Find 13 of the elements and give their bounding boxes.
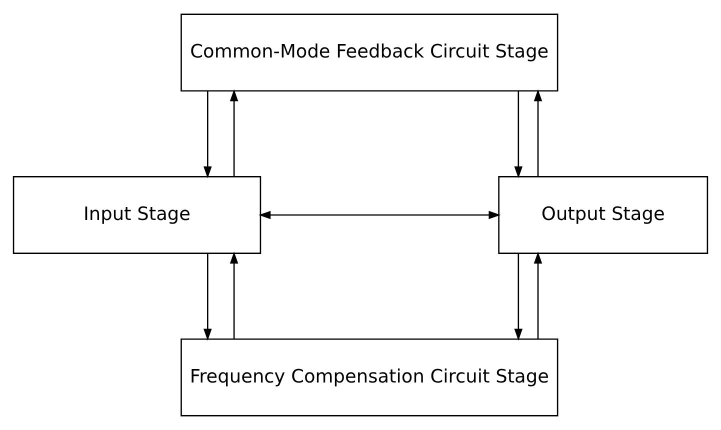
arrow: [514, 254, 523, 341]
node-box: Output Stage: [498, 176, 708, 254]
node-box: Input Stage: [12, 176, 262, 254]
node-box: Common-Mode Feedback Circuit Stage: [180, 14, 558, 92]
node-box: Frequency Compensation Circuit Stage: [180, 338, 558, 416]
arrow: [203, 91, 212, 178]
arrow: [534, 252, 542, 339]
arrow: [534, 89, 542, 176]
arrow: [230, 252, 238, 339]
arrow: [203, 254, 212, 341]
arrow: [258, 210, 501, 220]
arrow: [514, 91, 523, 178]
arrow: [230, 89, 238, 176]
